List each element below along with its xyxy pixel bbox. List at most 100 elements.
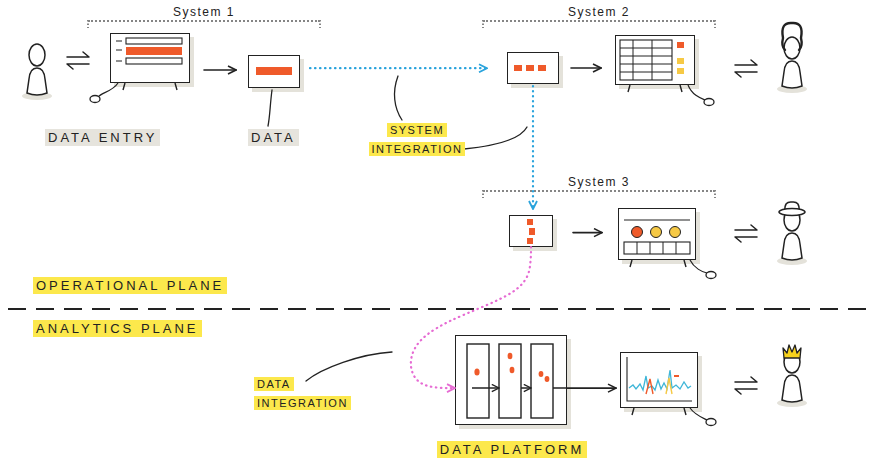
leader-line xyxy=(306,352,392,381)
annotation-label: OPERATIONAL PLANE xyxy=(33,277,227,294)
chart-screen xyxy=(620,352,716,426)
pipeline-arrow xyxy=(472,387,499,389)
data-bar xyxy=(527,238,533,244)
pipeline-column xyxy=(499,344,521,418)
system-label: System 1 xyxy=(170,4,238,20)
data-bar xyxy=(526,65,534,71)
person-hair xyxy=(782,23,801,50)
system-group: System 2 xyxy=(483,20,715,100)
leader-line xyxy=(268,90,272,126)
annotation-label: ANALYTICS PLANE xyxy=(33,320,202,337)
box-face xyxy=(455,335,567,425)
data-record xyxy=(248,55,304,92)
mouse xyxy=(706,419,716,426)
form-field xyxy=(126,58,182,64)
system-label: System 2 xyxy=(565,4,633,20)
data-bar xyxy=(514,65,522,71)
label-box: DATA ENTRY xyxy=(45,129,205,147)
chart-spike xyxy=(646,379,653,394)
label-box: DATA xyxy=(248,129,328,147)
screen-legs xyxy=(123,83,177,90)
exchange-arrows xyxy=(67,52,89,69)
person-figure xyxy=(777,351,807,407)
data-bar xyxy=(538,65,546,71)
status-dot xyxy=(651,227,662,238)
person-hair xyxy=(783,345,801,358)
data-entry-screen xyxy=(90,33,194,103)
status-square xyxy=(677,42,684,48)
data-dot xyxy=(510,367,515,373)
integration-arrow xyxy=(411,247,531,388)
pipeline-arrow xyxy=(521,387,531,389)
mouse-cable xyxy=(98,83,118,97)
flow-arrow xyxy=(204,69,236,71)
status-screen xyxy=(618,208,716,279)
label-box: OPERATIONAL PLANE xyxy=(33,277,273,295)
annotation-label: DATA INTEGRATION xyxy=(254,377,351,410)
box-face xyxy=(509,215,553,247)
screen-legs xyxy=(632,408,686,415)
status-square xyxy=(677,68,684,74)
label-box: SYSTEM INTEGRATION xyxy=(362,121,472,159)
form-field xyxy=(126,38,182,44)
bracket-ticks xyxy=(88,20,715,198)
label-box: System 3 xyxy=(483,174,715,190)
table-grid xyxy=(620,40,672,80)
data-dot xyxy=(545,376,550,382)
pipeline-column xyxy=(467,344,489,418)
data-bar xyxy=(529,228,535,235)
screen-grid xyxy=(624,242,690,254)
hat-brim xyxy=(779,209,805,216)
flow-arrow xyxy=(573,232,602,234)
label-box: System 1 xyxy=(88,4,320,20)
screen-legs xyxy=(628,85,682,92)
screen-face xyxy=(110,33,190,83)
data-bar xyxy=(527,219,533,225)
node-label: DATA PLATFORM xyxy=(437,441,587,458)
screen-legs xyxy=(630,260,686,267)
status-square xyxy=(677,58,684,64)
node-label: DATA ENTRY xyxy=(45,129,160,146)
label-box: System 2 xyxy=(483,4,715,20)
mouse-cable xyxy=(688,85,705,100)
data-record-box xyxy=(507,52,559,84)
chart-axes xyxy=(627,357,692,401)
mouse xyxy=(704,99,714,106)
screen-grid xyxy=(637,242,676,254)
data-dot xyxy=(474,368,479,375)
application-screen xyxy=(615,35,695,85)
person-figure xyxy=(777,209,807,265)
system-group: System 1DATA ENTRYDATA xyxy=(88,20,320,100)
leader-line xyxy=(395,76,402,120)
label-box: DATA PLATFORM xyxy=(430,441,594,459)
mouse xyxy=(706,272,716,279)
integration-arrow xyxy=(532,86,534,209)
plane-separator xyxy=(8,308,868,310)
data-dot xyxy=(508,353,513,359)
table-screen xyxy=(615,35,714,106)
data-record xyxy=(507,52,563,88)
screen-face xyxy=(615,35,695,85)
status-dot xyxy=(670,227,681,238)
exchange-arrows xyxy=(735,377,757,394)
data-platform-box: DATA PLATFORM xyxy=(455,335,567,425)
flow-arrow xyxy=(571,67,601,69)
application-screen xyxy=(618,208,696,260)
system-group: System 3 xyxy=(483,190,715,270)
data-record-box xyxy=(509,215,553,247)
label-box: DATA INTEGRATION xyxy=(254,375,354,413)
node-label: DATA xyxy=(248,129,299,146)
analytics-screen xyxy=(620,352,698,408)
mouse-cable xyxy=(690,408,707,420)
connectors xyxy=(204,68,616,388)
screen-rule xyxy=(624,219,690,220)
system-label: System 3 xyxy=(565,174,633,190)
chart-line xyxy=(629,370,691,390)
person-figure xyxy=(22,44,52,100)
status-dot xyxy=(632,227,643,238)
mouse-cable xyxy=(690,260,707,273)
